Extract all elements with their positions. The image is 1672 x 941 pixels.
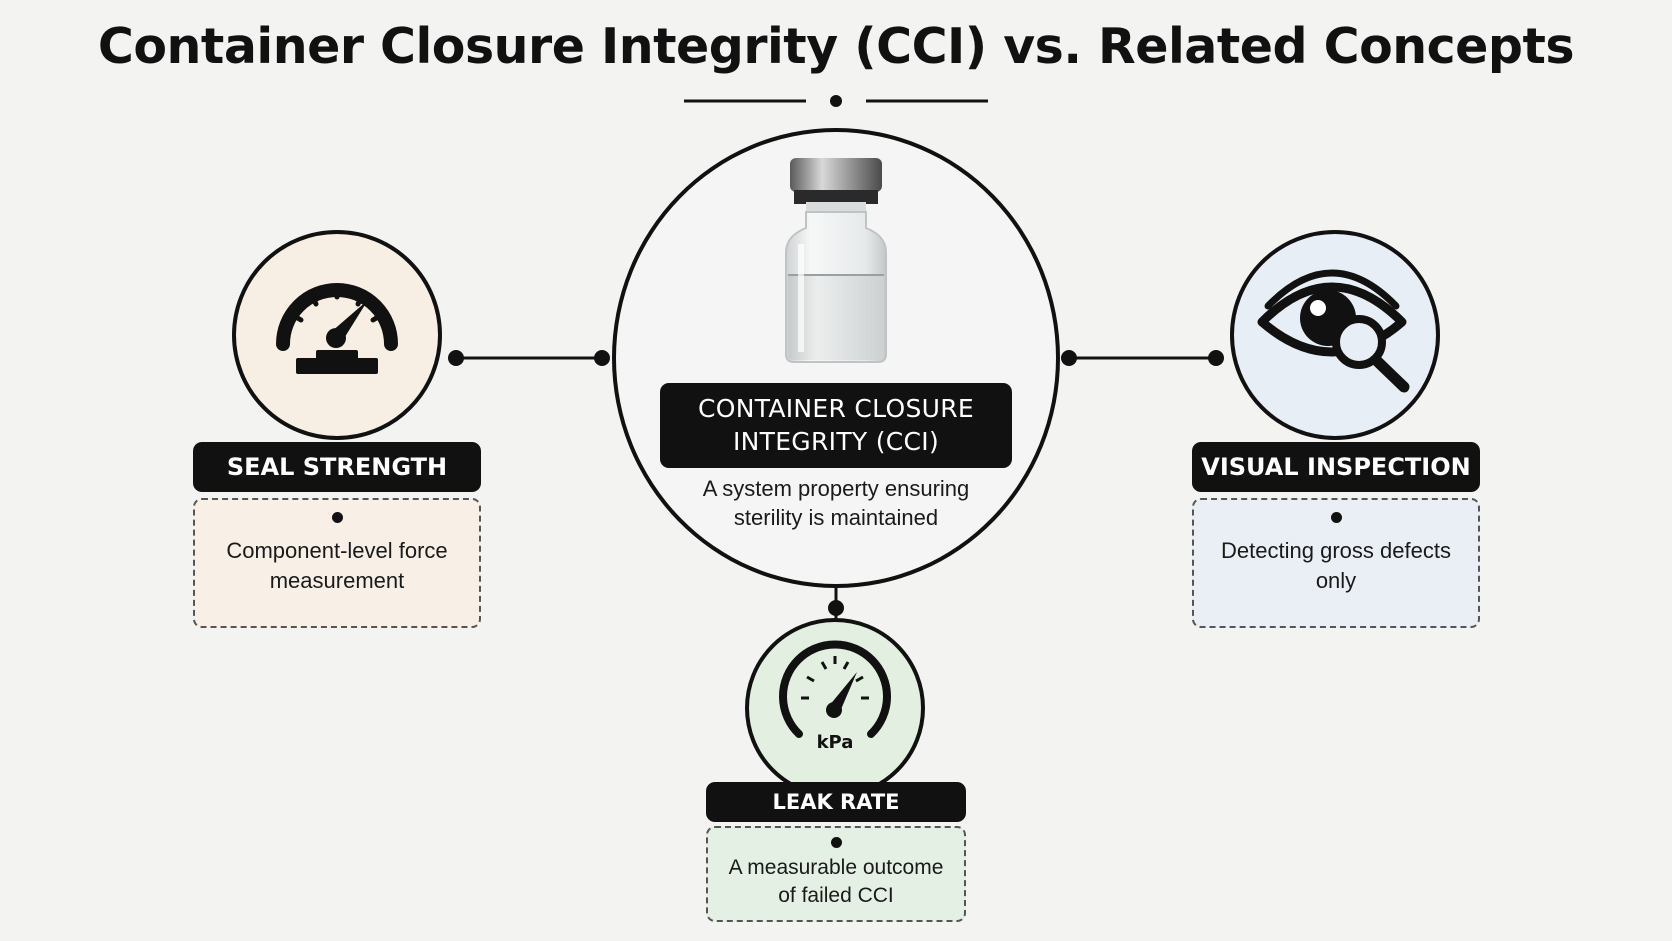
bullet-dot — [331, 512, 343, 523]
cci-label-line2: INTEGRITY (CCI) — [732, 427, 940, 456]
seal-strength-label: SEAL STRENGTH — [193, 442, 481, 492]
speedometer-gauge-icon — [276, 283, 398, 374]
leak-rate-node — [745, 618, 925, 798]
cci-label-line1: CONTAINER CLOSURE — [697, 394, 975, 423]
title-divider — [684, 95, 988, 107]
vial-icon — [785, 158, 887, 363]
bullet-dot — [830, 837, 842, 848]
seal-strength-node — [232, 230, 442, 440]
visual-inspection-description-box: Detecting gross defects only — [1192, 498, 1480, 628]
leak-rate-description: A measurable outcome of failed CCI — [728, 856, 944, 907]
seal-strength-description: Component-level force measurement — [226, 538, 448, 593]
visual-inspection-node — [1230, 230, 1440, 440]
eye-magnifier-icon — [1257, 269, 1410, 393]
visual-inspection-label: VISUAL INSPECTION — [1192, 442, 1480, 492]
kpa-unit-label: kPa — [816, 732, 854, 753]
bullet-dot — [1330, 512, 1342, 523]
cci-description: A system property ensuring sterility is … — [702, 476, 970, 530]
cci-central-node — [612, 128, 1060, 588]
leak-rate-description-box: A measurable outcome of failed CCI — [706, 826, 966, 922]
page-title: Container Closure Integrity (CCI) vs. Re… — [97, 18, 1575, 75]
seal-strength-description-box: Component-level force measurement — [193, 498, 481, 628]
visual-inspection-description: Detecting gross defects only — [1221, 538, 1451, 593]
leak-rate-label: LEAK RATE — [706, 782, 966, 822]
pressure-gauge-icon — [779, 640, 891, 738]
cci-label: CONTAINER CLOSURE INTEGRITY (CCI) — [660, 383, 1012, 468]
